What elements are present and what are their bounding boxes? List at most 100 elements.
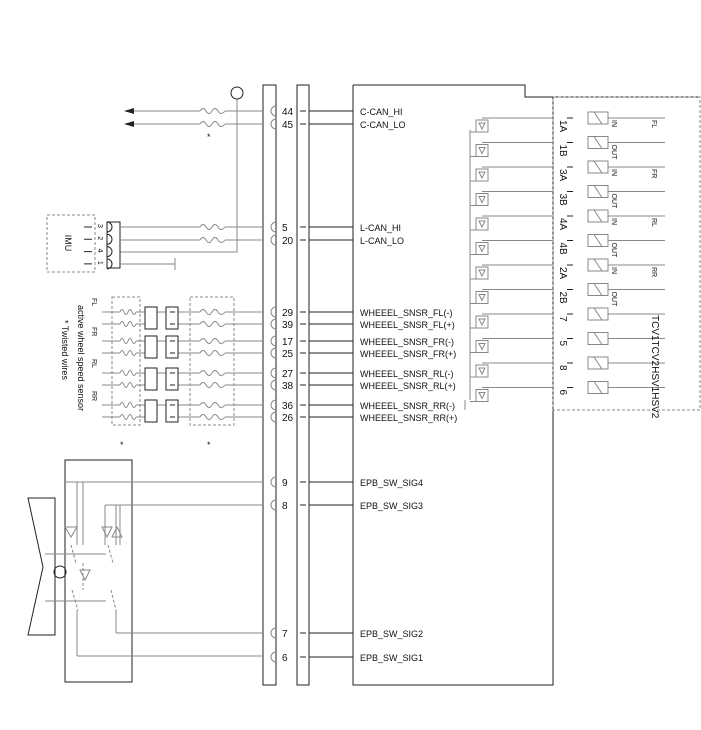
wheel-label: FL: [90, 298, 97, 306]
wheel-speed-sensors: active wheel speed sensor * Twisted wire…: [60, 296, 263, 450]
arrow-left-icon: [124, 108, 134, 114]
connector-socket-icon: [270, 118, 277, 130]
twisted-wires-note: * Twisted wires: [60, 320, 70, 380]
harness-connector: [165, 367, 179, 391]
signal-name: L-CAN_HI: [360, 223, 401, 233]
twisted-asterisk: *: [120, 440, 124, 450]
valve-pin: 6: [557, 390, 568, 396]
signal-name: WHEEEL_SNSR_FL(+): [360, 320, 455, 330]
pin-number: 25: [282, 349, 294, 360]
valve-wheel: RR: [650, 267, 657, 277]
imu-label: IMU: [63, 235, 73, 252]
signal-name: WHEEEL_SNSR_RL(+): [360, 381, 456, 391]
solenoid-valve-icon: [587, 332, 609, 345]
connector-socket-icon: [270, 476, 277, 488]
diode-icon: [475, 119, 489, 133]
solenoid-valve-icon: [587, 160, 609, 174]
epb-lever-icon: [27, 497, 56, 636]
diode-icon: [475, 364, 489, 378]
wheel-label: RL: [90, 359, 97, 368]
solenoid-valve-icon: [587, 356, 609, 370]
epb-switch: [27, 459, 263, 683]
pin-number: 27: [282, 369, 294, 380]
valve-pin: 3A: [557, 169, 568, 182]
valve-row: 7: [470, 307, 665, 329]
connector-socket-icon: [270, 399, 277, 411]
valve-pin: 8: [557, 365, 568, 371]
diode-icon: [475, 389, 489, 402]
pin-number: 38: [282, 381, 294, 392]
valve-direction: IN: [610, 267, 617, 274]
ecu-pin-row: 44 C-CAN_HI: [270, 105, 403, 118]
connector-socket-icon: [270, 367, 277, 379]
sensor-connector: [144, 306, 158, 330]
pin-number: 26: [282, 413, 294, 424]
signal-name: L-CAN_LO: [360, 236, 404, 246]
pin-number: 20: [282, 236, 294, 247]
connector-socket-icon: [270, 411, 277, 423]
valve-direction: IN: [610, 120, 617, 127]
pin-number: 6: [282, 653, 288, 664]
solenoid-valve-icon: [587, 307, 609, 321]
valve-direction: OUT: [610, 194, 617, 210]
sensor-connector: [144, 367, 158, 391]
valve-pin: 2A: [557, 267, 568, 280]
valve-pin: 5: [557, 341, 568, 347]
harness-connector: [165, 399, 179, 423]
sensor-connector: [144, 399, 158, 423]
solenoid-valve-icon: [587, 136, 609, 149]
valve-pin: 4A: [557, 218, 568, 231]
sensor-connector: [144, 335, 158, 359]
ecu-pin-row: 25 WHEEEL_SNSR_FR(+): [270, 347, 456, 360]
harness-connector: [165, 306, 179, 330]
connector-socket-icon: [270, 651, 277, 663]
valve-group-label: TCV1TCV2HSV1HSV2: [649, 315, 660, 419]
valve-pin: 2B: [557, 292, 568, 305]
solenoid-valve-icon: [587, 185, 609, 198]
valve-direction: OUT: [610, 145, 617, 161]
valve-wheel: FR: [650, 169, 657, 178]
signal-name: WHEEEL_SNSR_FR(+): [360, 349, 456, 359]
pin-number: 44: [282, 107, 294, 118]
valve-wheel: FL: [650, 120, 657, 128]
pin-number: 45: [282, 120, 294, 131]
imu-pin-number: 4: [96, 249, 103, 253]
c-can-wires: *: [120, 86, 263, 253]
solenoid-valve-icon: [587, 234, 609, 247]
diode-icon: [475, 340, 489, 353]
connector-socket-icon: [270, 105, 277, 117]
valve-row: 8: [470, 356, 665, 378]
signal-name: WHEEEL_SNSR_FR(-): [360, 337, 454, 347]
valve-direction: IN: [610, 218, 617, 225]
twisted-asterisk: *: [207, 132, 211, 142]
signal-name: WHEEEL_SNSR_RL(-): [360, 369, 454, 379]
valve-row: 3B OUT: [470, 185, 665, 210]
signal-name: C-CAN_HI: [360, 107, 403, 117]
signal-name: EPB_SW_SIG3: [360, 501, 423, 511]
ecu-pin-row: 5 L-CAN_HI: [270, 221, 401, 234]
diode-icon: [475, 266, 489, 280]
diode-icon: [475, 217, 489, 231]
diode-icon: [475, 315, 489, 329]
connector-socket-icon: [270, 379, 277, 391]
harness-connector-bar: [262, 84, 277, 686]
valve-row: 6: [470, 381, 665, 402]
valve-direction: OUT: [610, 243, 617, 259]
connector-socket-icon: [270, 347, 277, 359]
solenoid-valve-icon: [587, 209, 609, 223]
valve-pin: 3B: [557, 194, 568, 207]
valve-direction: IN: [610, 169, 617, 176]
connector-socket-icon: [270, 499, 277, 511]
valve-row: 2A IN RR: [470, 258, 665, 280]
pin-number: 5: [282, 223, 288, 234]
twisted-asterisk: *: [207, 440, 211, 450]
